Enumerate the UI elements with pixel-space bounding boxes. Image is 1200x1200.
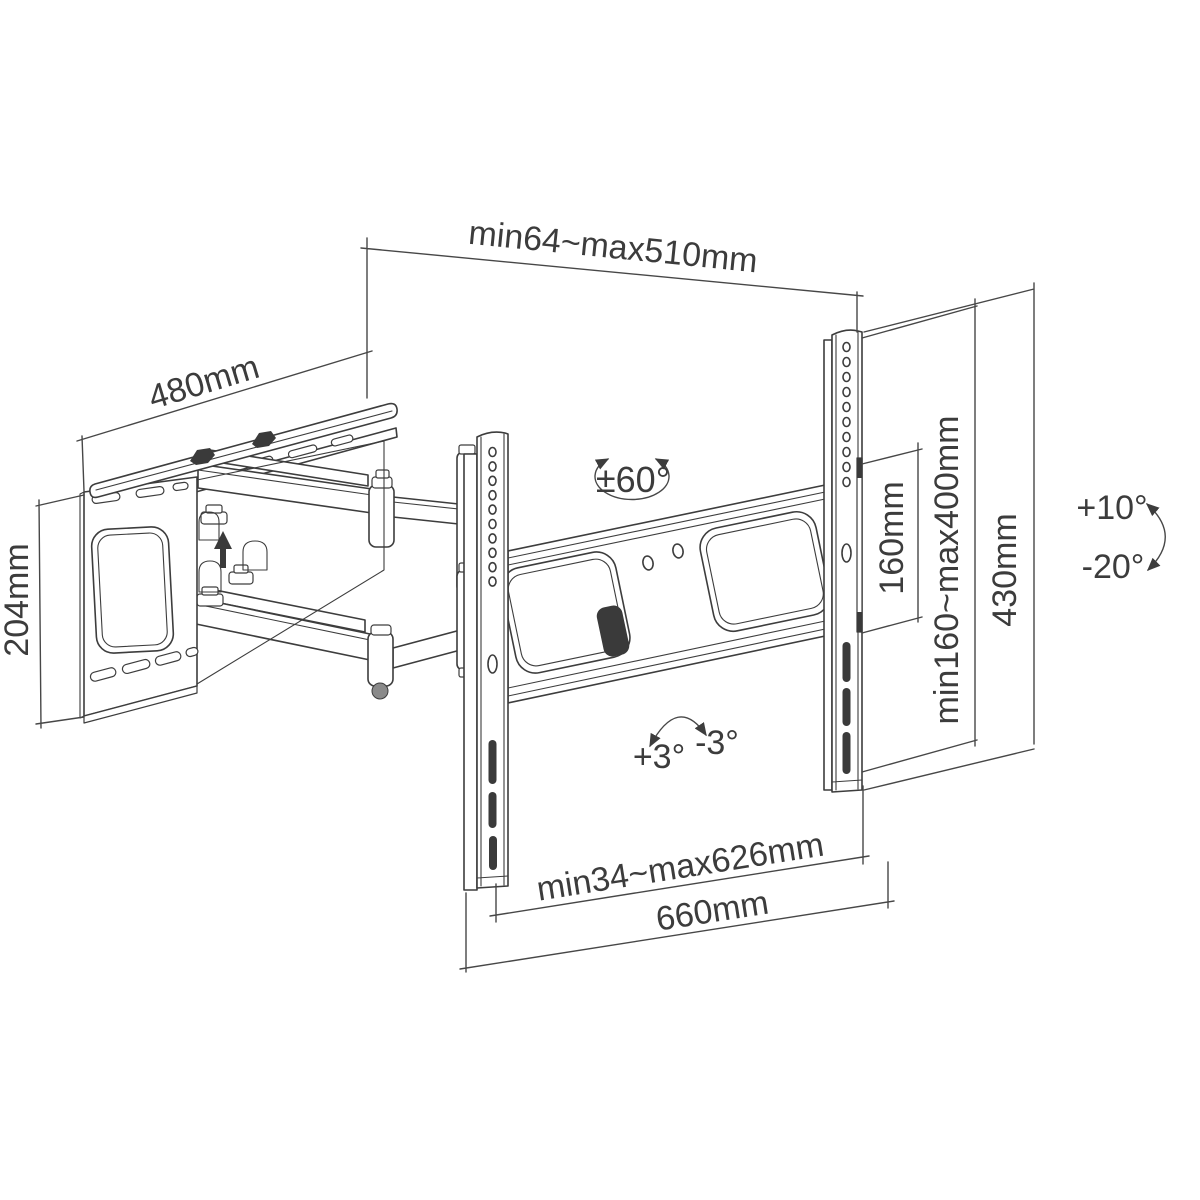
dimension-wall-plate-height: 204mm [0,494,85,729]
vesa-plate [463,329,863,891]
plate-body [507,483,831,704]
swivel-angle-annotation: ±60° [594,458,670,501]
dimension-label-bracket-height: 430mm [986,513,1024,626]
dimension-vesa-spacer: 160mm [861,442,923,634]
arm-foot-ball [371,682,389,700]
lower-arm [195,562,478,700]
upper-arm [197,444,478,600]
wall-plate [79,440,385,724]
level-angle-annotation: +3° -3° [633,716,739,776]
right-vesa-rail [823,329,863,793]
left-rail-holes [488,446,497,587]
dimension-label-vesa-spacer: 160mm [873,481,911,594]
vesa-spacer-rod [856,457,863,633]
left-vesa-rail [463,431,509,891]
upper-elbow-joint [368,484,395,548]
swivel-angle-label: ±60° [596,459,670,500]
dimension-vesa-height-range: min160~max400mm [861,298,978,773]
lower-elbow-joint [367,631,394,687]
wall-rail [89,402,398,499]
dimension-label-bracket-width: 660mm [653,884,771,939]
dimension-label-wall-plate-height: 204mm [0,543,36,656]
tilt-angle-annotation: +10° -20° [1076,489,1166,586]
right-rail-holes [842,341,851,488]
plate-latch [596,605,630,657]
level-plus-label: +3° [633,738,685,776]
rail-clamp-bolt [252,431,276,448]
dimension-bracket-height: 430mm [863,282,1035,791]
plate-cutout-right [699,510,831,633]
plate-cutout-left [501,551,631,674]
up-arrow-icon [214,531,232,568]
tilt-up-label: +10° [1076,489,1147,527]
dimension-arm-extension: min64~max510mm [360,214,864,399]
flange-arch-cutouts [198,511,268,593]
level-minus-label: -3° [695,724,739,762]
articulating-arms [139,427,478,700]
dimension-label-wall-rail-width: 480mm [144,348,264,417]
dimension-label-arm-extension: min64~max510mm [467,214,759,281]
tilt-down-label: -20° [1082,548,1145,586]
dimension-label-vesa-height-range: min160~max400mm [928,416,966,725]
wall-plate-cutout [90,526,175,654]
rail-clamp-bolt [190,448,215,465]
angle-annotations: ±60° +3° -3° +10° -20° [594,458,1166,776]
